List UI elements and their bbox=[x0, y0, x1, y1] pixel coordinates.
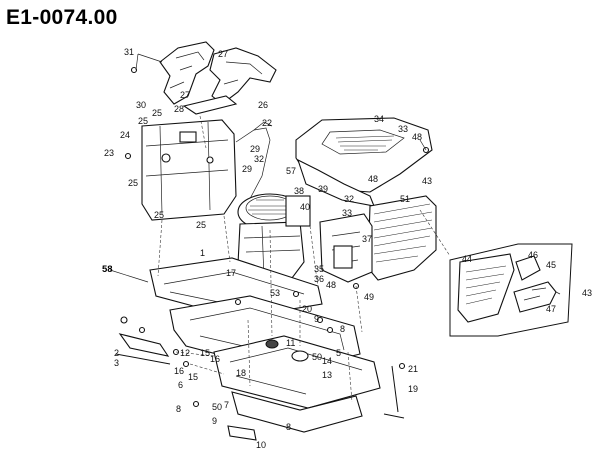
inset-detail bbox=[449, 243, 573, 337]
callout-label: 25 bbox=[128, 178, 138, 188]
callout-label: 32 bbox=[344, 194, 354, 204]
callout-label: 27 bbox=[180, 90, 190, 100]
callout-label: 21 bbox=[408, 364, 418, 374]
callout-label: 24 bbox=[120, 130, 130, 140]
callout-label: 15 bbox=[200, 348, 210, 358]
callout-label: 38 bbox=[294, 186, 304, 196]
callout-label: 8 bbox=[176, 404, 181, 414]
callout-label: 44 bbox=[462, 254, 472, 264]
callout-label: 33 bbox=[398, 124, 408, 134]
callout-label: 32 bbox=[254, 154, 264, 164]
side-rods bbox=[115, 333, 405, 441]
callout-label: 18 bbox=[236, 368, 246, 378]
callout-label: 39 bbox=[318, 184, 328, 194]
callout-label: 46 bbox=[528, 250, 538, 260]
callout-label: 29 bbox=[242, 164, 252, 174]
callout-label: 16 bbox=[174, 366, 184, 376]
callout-label: 2 bbox=[114, 348, 119, 358]
callout-label: 51 bbox=[400, 194, 410, 204]
callout-label: 9 bbox=[212, 416, 217, 426]
hardware bbox=[120, 66, 430, 408]
upper-frame bbox=[141, 119, 273, 221]
callout-label: 35 bbox=[314, 264, 324, 274]
callout-label: 25 bbox=[154, 210, 164, 220]
callout-label: 5 bbox=[336, 348, 341, 358]
callout-label: 20 bbox=[302, 304, 312, 314]
callout-label: 37 bbox=[362, 234, 372, 244]
callout-label: 47 bbox=[546, 304, 556, 314]
callout-label: 48 bbox=[368, 174, 378, 184]
seat-bracket-assembly bbox=[159, 41, 277, 115]
callout-label: 13 bbox=[322, 370, 332, 380]
callout-label: 49 bbox=[364, 292, 374, 302]
callout-label: 48 bbox=[326, 280, 336, 290]
callout-label: 34 bbox=[374, 114, 384, 124]
callout-label: 23 bbox=[104, 148, 114, 158]
callout-label: 8 bbox=[286, 422, 291, 432]
callout-label: 15 bbox=[188, 372, 198, 382]
diagram-title: E1-0074.00 bbox=[6, 6, 118, 29]
callout-label: 11 bbox=[286, 338, 295, 348]
leader-lines bbox=[109, 53, 561, 295]
callout-label: 12 bbox=[180, 348, 190, 358]
hood bbox=[295, 117, 433, 207]
chassis-frame bbox=[149, 257, 381, 433]
callout-label-58: 58 bbox=[102, 264, 113, 275]
callout-label: 50 bbox=[312, 352, 322, 362]
callout-label: 14 bbox=[322, 356, 332, 366]
callout-label: 1 bbox=[200, 248, 205, 258]
callout-label: 50 bbox=[212, 402, 222, 412]
callout-label: 43 bbox=[582, 288, 592, 298]
grille-panel bbox=[319, 195, 437, 283]
callout-label: 3 bbox=[114, 358, 119, 368]
callout-label: 36 bbox=[314, 274, 324, 284]
callout-label: 25 bbox=[152, 108, 162, 118]
callout-label: 8 bbox=[340, 324, 345, 334]
callout-label: 28 bbox=[174, 104, 184, 114]
callout-label: 17 bbox=[226, 268, 236, 278]
callout-label: 10 bbox=[256, 440, 266, 450]
callout-label: 33 bbox=[342, 208, 352, 218]
callout-label: 22 bbox=[262, 118, 272, 128]
callout-label: 6 bbox=[178, 380, 183, 390]
callout-label: 19 bbox=[408, 384, 418, 394]
callout-labels: 31 27 27 30 26 28 25 25 22 24 29 32 23 2… bbox=[102, 47, 592, 450]
callout-label: 45 bbox=[546, 260, 556, 270]
callout-label: 7 bbox=[224, 400, 229, 410]
callout-label: 48 bbox=[412, 132, 422, 142]
callout-label: 53 bbox=[270, 288, 280, 298]
callout-label: 57 bbox=[286, 166, 296, 176]
callout-label: 16 bbox=[210, 354, 220, 364]
callout-label: 26 bbox=[258, 100, 268, 110]
callout-label: 25 bbox=[196, 220, 206, 230]
callout-label: 25 bbox=[138, 116, 148, 126]
callout-label: 40 bbox=[300, 202, 310, 212]
callout-label: 31 bbox=[124, 47, 134, 57]
callout-label: 30 bbox=[136, 100, 146, 110]
assembly-lines bbox=[157, 115, 451, 403]
callout-label: 27 bbox=[218, 49, 228, 59]
callout-label: 29 bbox=[250, 144, 260, 154]
callout-label: 9 bbox=[314, 314, 319, 324]
callout-label: 43 bbox=[422, 176, 432, 186]
